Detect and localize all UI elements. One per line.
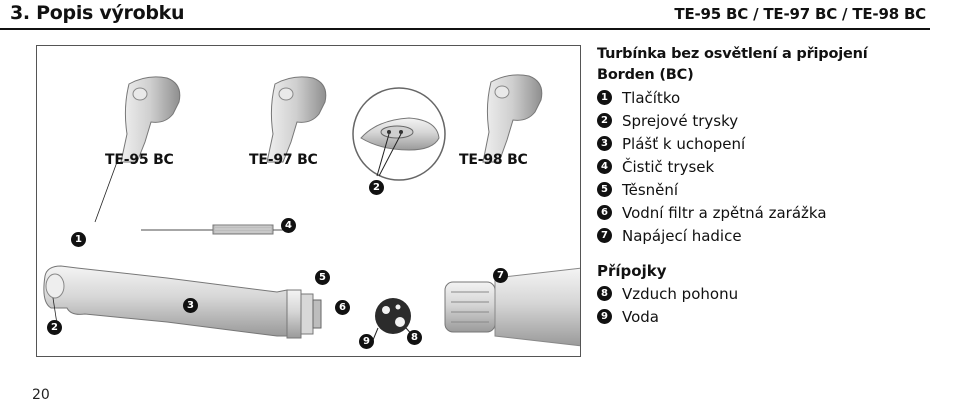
item-label: Voda [622, 307, 659, 326]
connections-list: 8 Vzduch pohonu 9 Voda [597, 282, 937, 328]
description-title: Turbínka bez osvětlení a připojení [597, 46, 868, 62]
number-badge: 5 [597, 182, 612, 197]
callout-8: 8 [407, 330, 422, 345]
callout-6: 6 [335, 300, 350, 315]
supply-hose [444, 267, 580, 347]
nozzle-cleaner [141, 224, 285, 235]
list-item: 4 Čistič trysek [597, 155, 937, 178]
list-item: 2 Sprejové trysky [597, 109, 937, 132]
list-item: 8 Vzduch pohonu [597, 282, 937, 305]
callout-5: 5 [315, 270, 330, 285]
item-label: Tlačítko [622, 88, 681, 107]
list-item: 7 Napájecí hadice [597, 224, 937, 247]
number-badge: 7 [597, 228, 612, 243]
number-badge: 6 [597, 205, 612, 220]
item-label: Vodní filtr a zpětná zarážka [622, 203, 827, 222]
leader-line [52, 297, 58, 325]
callout-3: 3 [183, 298, 198, 313]
page-number: 20 [32, 387, 50, 403]
section-title: 3. Popis výrobku [10, 2, 185, 24]
list-item: 3 Plášť k uchopení [597, 132, 937, 155]
connections-heading: Přípojky [597, 262, 667, 280]
number-badge: 1 [597, 90, 612, 105]
callout-9: 9 [359, 334, 374, 349]
leader-line [94, 161, 118, 223]
number-badge: 3 [597, 136, 612, 151]
spray-nozzle-detail [352, 87, 446, 181]
header-divider [0, 28, 930, 30]
item-label: Čistič trysek [622, 157, 715, 176]
model-header: TE-95 BC / TE-97 BC / TE-98 BC [674, 5, 926, 23]
list-item: 5 Těsnění [597, 178, 937, 201]
callout-2: 2 [47, 320, 62, 335]
product-illustration: TE-95 BC TE-97 BC TE-98 BC 1 2 3 4 5 6 7… [36, 45, 581, 357]
item-label: Sprejové trysky [622, 111, 739, 130]
connector-disk [372, 298, 416, 341]
model-label-te98: TE-98 BC [459, 152, 528, 168]
handpiece-body [43, 265, 322, 339]
model-label-te97: TE-97 BC [249, 152, 318, 168]
list-item: 1 Tlačítko [597, 86, 937, 109]
turbine-head-te98 [482, 74, 543, 163]
callout-2-detail: 2 [369, 180, 384, 195]
number-badge: 4 [597, 159, 612, 174]
part-list: 1 Tlačítko 2 Sprejové trysky 3 Plášť k ucho… [597, 86, 937, 247]
item-label: Těsnění [622, 180, 679, 199]
callout-7: 7 [493, 268, 508, 283]
list-item: 9 Voda [597, 305, 937, 328]
description-panel: Turbínka bez osvětlení a připojení Borde… [597, 44, 937, 328]
description-subtitle: Borden (BC) [597, 67, 694, 83]
list-item: 6 Vodní filtr a zpětná zarážka [597, 201, 937, 224]
item-label: Vzduch pohonu [622, 284, 739, 303]
callout-1: 1 [71, 232, 86, 247]
number-badge: 9 [597, 309, 612, 324]
item-label: Plášť k uchopení [622, 134, 746, 153]
item-label: Napájecí hadice [622, 226, 742, 245]
number-badge: 2 [597, 113, 612, 128]
callout-4: 4 [281, 218, 296, 233]
model-label-te95: TE-95 BC [105, 152, 174, 168]
turbine-head-te95 [120, 76, 181, 163]
handpiece-drawing [43, 74, 580, 347]
turbine-head-te97 [266, 76, 327, 163]
number-badge: 8 [597, 286, 612, 301]
